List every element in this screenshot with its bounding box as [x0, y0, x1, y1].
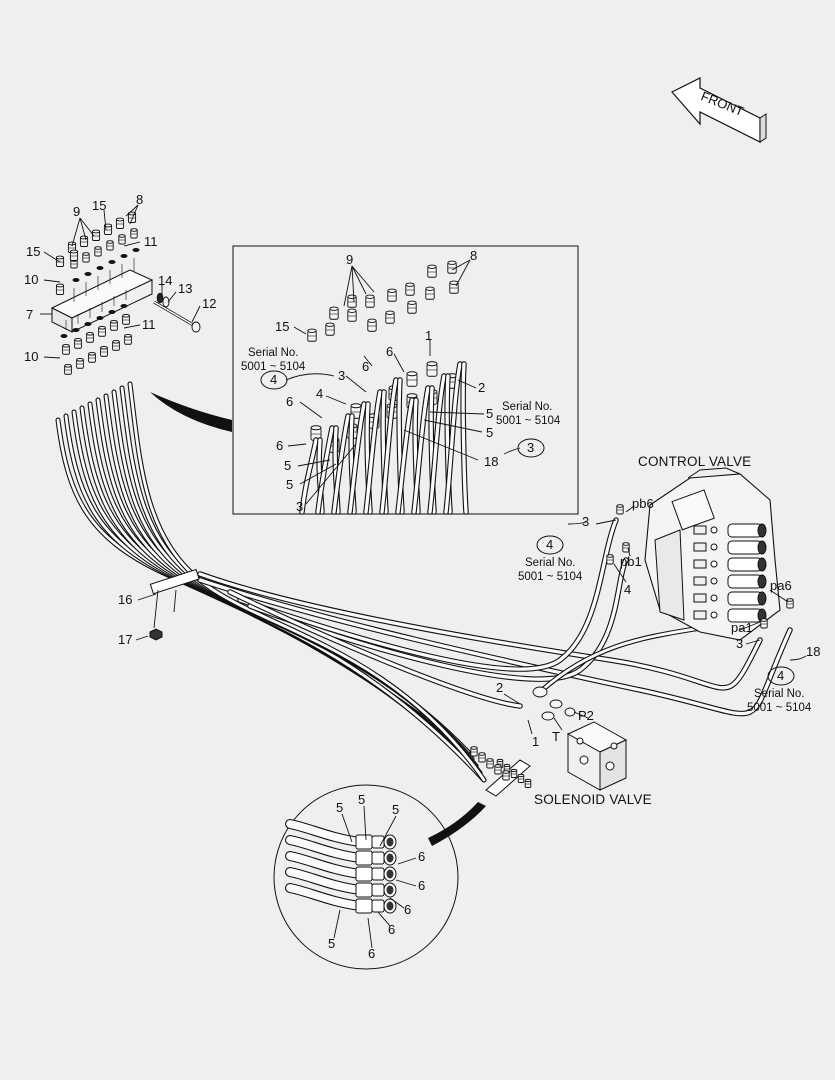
detail-serial-line2: 5001 ~ 5104 — [241, 361, 306, 373]
detail-bottom-label-5: 5 — [358, 792, 365, 807]
detail-label-8: 8 — [470, 248, 477, 263]
detail-circle-bottom — [273, 784, 459, 970]
detail-bottom-label-5: 5 — [392, 802, 399, 817]
detail-bottom-label-6: 6 — [418, 849, 425, 864]
hose-bundle — [55, 381, 793, 783]
detail-label-9: 9 — [346, 252, 353, 267]
detail-label-18: 18 — [484, 454, 498, 469]
label-18: 18 — [806, 644, 820, 659]
label-4: 4 — [624, 582, 631, 597]
detail-label-6: 6 — [276, 438, 283, 453]
label-8: 8 — [136, 192, 143, 207]
circled-ref-4 — [767, 666, 795, 686]
detail-bottom-label-6: 6 — [388, 922, 395, 937]
detail-label-1: 1 — [425, 328, 432, 343]
detail-label-6: 6 — [286, 394, 293, 409]
label-2: 2 — [496, 680, 503, 695]
detail-label-5: 5 — [284, 458, 291, 473]
label-17: 17 — [118, 632, 132, 647]
detail-serial-line2: 5001 ~ 5104 — [496, 415, 561, 427]
detail-serial-line1: Serial No. — [248, 347, 299, 359]
detail-circled-ref-4 — [260, 370, 288, 390]
label-10: 10 — [24, 349, 38, 364]
main-labels: 9 15 8 15 11 10 14 13 12 7 11 10 16 17 2… — [24, 192, 820, 807]
swivel-block — [470, 746, 532, 797]
solenoid-fittings — [532, 686, 576, 721]
detail-label-15: 15 — [275, 319, 289, 334]
serial-note-line2: 5001 ~ 5104 — [747, 702, 812, 714]
label-pb1: pb1 — [620, 554, 642, 569]
label-16: 16 — [118, 592, 132, 607]
label-11: 11 — [142, 317, 156, 332]
control-valve — [606, 467, 794, 641]
circled-ref-4-label: 4 — [546, 537, 553, 552]
label-13: 13 — [178, 281, 192, 296]
solenoid-valve-title: SOLENOID VALVE — [534, 792, 652, 807]
detail-top-labels: 9 8 15 1 6 6 3 2 4 6 5 5 6 5 5 18 3 4 Se… — [241, 248, 561, 514]
detail-circled-ref-3-label: 3 — [527, 440, 534, 455]
detail-box-top — [232, 245, 579, 515]
detail-label-5: 5 — [286, 477, 293, 492]
detail-bottom-label-5: 5 — [336, 800, 343, 815]
detail-label-3: 3 — [296, 499, 303, 514]
label-3: 3 — [582, 514, 589, 529]
detail-bottom-label-5: 5 — [328, 936, 335, 951]
detail-bottom-labels: 5 5 5 6 6 6 6 5 6 — [328, 792, 425, 961]
hose-clamp — [149, 568, 200, 641]
label-pa6: pa6 — [770, 578, 792, 593]
serial-note-line1: Serial No. — [525, 557, 576, 569]
label-12: 12 — [202, 296, 216, 311]
circled-ref-4-label: 4 — [777, 668, 784, 683]
solenoid-valve — [566, 721, 628, 791]
label-14: 14 — [158, 273, 172, 288]
detail-label-6: 6 — [362, 359, 369, 374]
label-T: T — [552, 729, 560, 744]
detail-label-5: 5 — [486, 425, 493, 440]
detail-bottom-label-6: 6 — [418, 878, 425, 893]
control-valve-title: CONTROL VALVE — [638, 454, 751, 469]
detail-label-5: 5 — [486, 406, 493, 421]
label-P2: P2 — [578, 708, 594, 723]
serial-note-line2: 5001 ~ 5104 — [518, 571, 583, 583]
label-1: 1 — [532, 734, 539, 749]
label-10: 10 — [24, 272, 38, 287]
label-pb6: pb6 — [632, 496, 654, 511]
label-pa1: pa1 — [731, 620, 753, 635]
detail-callout-pointer-bottom — [428, 802, 486, 846]
detail-bottom-label-6: 6 — [368, 946, 375, 961]
bolt-12 — [153, 292, 201, 333]
detail-label-3: 3 — [338, 368, 345, 383]
label-15: 15 — [26, 244, 40, 259]
circled-ref-4 — [536, 535, 564, 555]
label-11: 11 — [144, 234, 158, 249]
front-direction-arrow: FRONT — [671, 77, 767, 143]
detail-circled-ref-3 — [517, 438, 545, 458]
leader-lines — [40, 204, 807, 735]
detail-serial-line1: Serial No. — [502, 401, 553, 413]
detail-label-2: 2 — [478, 380, 485, 395]
detail-bottom-label-6: 6 — [404, 902, 411, 917]
detail-callout-pointer-top — [150, 392, 232, 432]
detail-label-6: 6 — [386, 344, 393, 359]
detail-circled-ref-4-label: 4 — [270, 372, 277, 387]
manifold-fittings — [55, 211, 140, 375]
detail-label-4: 4 — [316, 386, 323, 401]
label-15: 15 — [92, 198, 106, 213]
label-7: 7 — [26, 307, 33, 322]
serial-note-line1: Serial No. — [754, 688, 805, 700]
label-3: 3 — [736, 636, 743, 651]
label-9: 9 — [73, 204, 80, 219]
manifold-block — [50, 269, 154, 333]
